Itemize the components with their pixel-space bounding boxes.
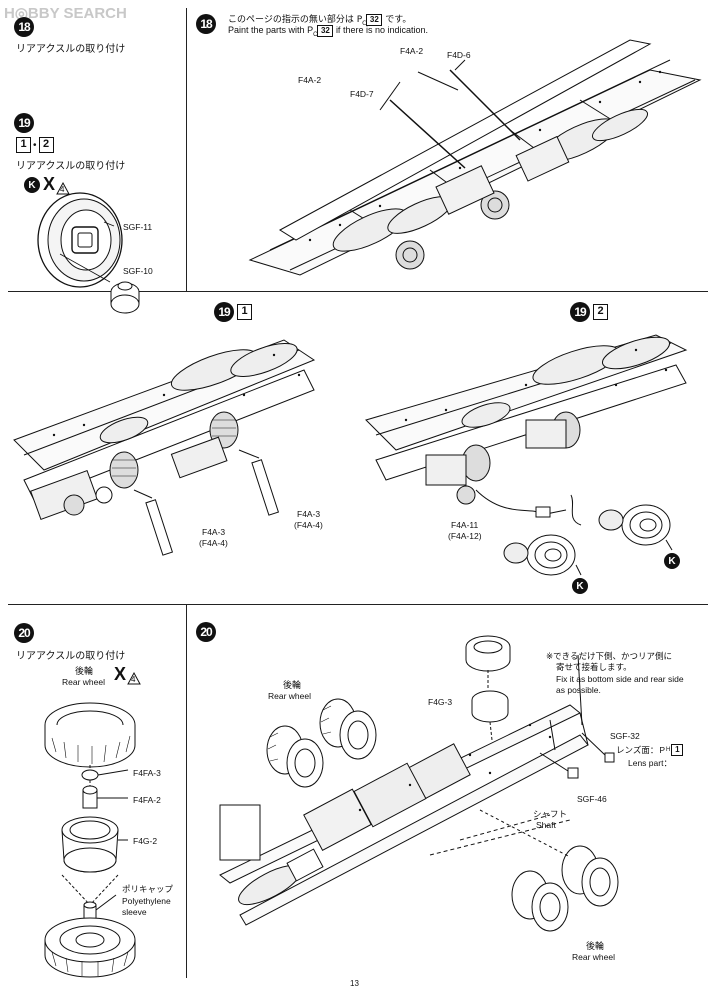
step-19-2-box: 2	[593, 304, 608, 320]
step-20-note-jp-1: ※できるだけ下側、かつリア側に	[546, 652, 672, 662]
label-f4d6: F4D-6	[447, 50, 471, 60]
step-19-title-left: リアアクスルの取り付け	[16, 161, 126, 172]
rear-wheel-en-bottom: Rear wheel	[572, 952, 615, 962]
triangle-count-icon-step20: 4	[127, 671, 141, 685]
step-19-2-chassis-drawing	[365, 334, 688, 576]
rear-wheel-jp-left: 後輪	[75, 667, 94, 677]
step-18-title-left: リアアクスルの取り付け	[16, 44, 126, 55]
step-19-1-badge: 19	[214, 302, 234, 322]
x-count-mark: X 4	[43, 174, 70, 195]
label-f4a4-right: (F4A-4)	[294, 520, 323, 530]
k-mark-icon-step19-2-left: K	[572, 578, 588, 594]
shaft-jp: シャフト	[533, 810, 568, 820]
vertical-divider-top	[186, 8, 187, 291]
rear-wheel-exploded-drawing	[44, 702, 136, 978]
wheel-disc-drawing	[37, 192, 140, 314]
paint-ref-letter-en: P	[307, 25, 314, 35]
label-f4a2-left: F4A-2	[298, 75, 322, 85]
x-mark-icon: X	[43, 174, 56, 194]
lens-part-en: Lens part：	[628, 758, 672, 768]
note-jp-prefix: このページの指示の無い部分は	[228, 15, 354, 25]
k-mark-icon-step19-2-right: K	[664, 553, 680, 569]
label-f4d7: F4D-7	[350, 89, 374, 99]
triangle-count-icon: 4	[56, 181, 70, 195]
lens-jp-text: レンズ面：	[616, 746, 659, 756]
x-count-mark-step20: X 4	[114, 664, 141, 685]
page-number: 13	[350, 979, 359, 988]
step-19-badge-left: 19	[14, 113, 34, 133]
paint-ref-sub-en: C	[313, 31, 318, 38]
part-label-sgf11: SGF-11	[123, 222, 153, 232]
rear-wheel-en-top: Rear wheel	[268, 691, 311, 701]
triangle-count-number: 4	[60, 185, 65, 194]
lens-ref-letter: P	[659, 745, 666, 755]
label-f4fa2: F4FA-2	[133, 795, 161, 805]
vertical-divider-bottom	[186, 604, 187, 978]
paint-ref-sub: C	[362, 19, 367, 27]
step-18-badge-main: 18	[196, 14, 216, 34]
note-en-suffix: if there is no indication.	[335, 25, 428, 35]
label-f4a12: (F4A-12)	[448, 531, 482, 541]
shaft-en: Shaft	[536, 820, 556, 830]
step-20-note-en-1: Fix it as bottom side and rear side	[556, 674, 684, 684]
step-19-1-chassis-drawing	[13, 339, 316, 556]
label-sgf46: SGF-46	[577, 794, 607, 804]
k-mark-icon: K	[24, 177, 40, 193]
step-20-badge-left: 20	[14, 623, 34, 643]
label-f4a3-left: F4A-3	[202, 527, 226, 537]
step-20-chassis-drawing	[219, 635, 619, 932]
triangle-count-number-step20: 4	[131, 675, 136, 684]
step-19-1-box: 1	[237, 304, 252, 320]
poly-sleeve-en-1: Polyethylene	[122, 896, 171, 906]
step-19-2-heading: 19 2	[570, 302, 608, 322]
step-18-chassis-drawing	[248, 39, 702, 276]
horizontal-divider-middle	[8, 291, 708, 292]
label-f4a4-left: (F4A-4)	[199, 538, 228, 548]
lens-ref-sub: H	[666, 747, 671, 753]
step-19-variant-boxes: 1 • 2	[16, 137, 54, 153]
label-sgf32: SGF-32	[610, 731, 640, 741]
paint-ref-num-en: 32	[317, 25, 334, 37]
paint-ref-letter: P	[356, 15, 363, 25]
part-label-sgf10: SGF-10	[123, 266, 153, 276]
horizontal-divider-lower	[8, 604, 708, 605]
step-20-note-jp-2: 寄せて接着します。	[556, 663, 632, 673]
label-f4g3: F4G-3	[428, 697, 453, 707]
rear-wheel-jp-top: 後輪	[283, 681, 302, 691]
step-19-2-badge: 19	[570, 302, 590, 322]
x-mark-icon-step20: X	[114, 664, 127, 684]
step-18-badge-left: 18	[14, 17, 34, 37]
rear-wheel-en-left: Rear wheel	[62, 677, 105, 687]
poly-sleeve-en-2: sleeve	[122, 907, 147, 917]
lens-ref-num: 1	[671, 744, 684, 756]
label-f4a11: F4A-11	[451, 520, 479, 530]
variant-box-1: 1	[16, 137, 31, 153]
hobby-search-watermark: H◎BBY SEARCH	[4, 4, 127, 22]
step-20-note-en-2: as possible.	[556, 685, 601, 695]
watermark-logo: H◎BBY SEARCH	[4, 5, 127, 22]
note-jp-suffix: です。	[385, 15, 412, 25]
label-f4a2-top: F4A-2	[400, 46, 424, 56]
step-20-badge-main: 20	[196, 622, 216, 642]
note-en-prefix: Paint the parts with	[228, 25, 305, 35]
label-f4fa3: F4FA-3	[133, 768, 161, 778]
step-20-title-left: リアアクスルの取り付け	[16, 651, 126, 662]
variant-box-2: 2	[38, 137, 54, 153]
label-f4g2: F4G-2	[133, 836, 158, 846]
step-19-1-heading: 19 1	[214, 302, 252, 322]
poly-sleeve-jp: ポリキャップ	[122, 885, 174, 895]
label-f4a3-right: F4A-3	[297, 509, 321, 519]
rear-wheel-jp-bottom: 後輪	[586, 942, 605, 952]
